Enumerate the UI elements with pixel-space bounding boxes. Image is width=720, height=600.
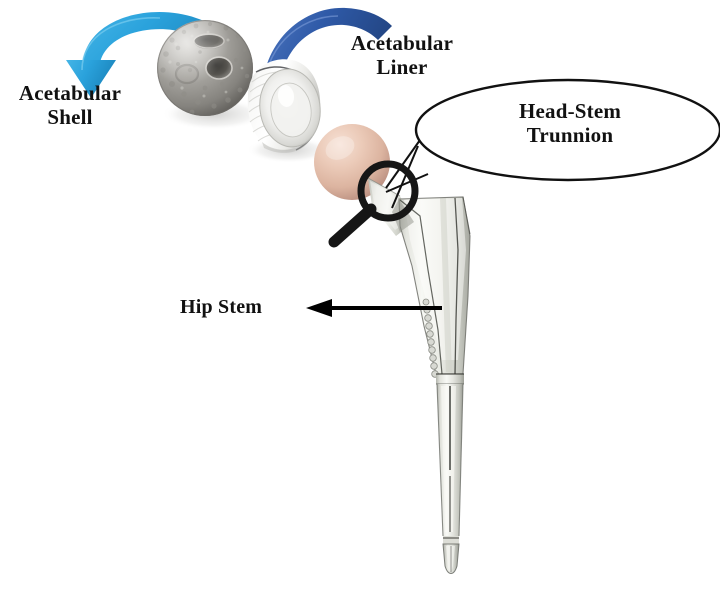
label-head-stem-trunnion: Head-Stem Trunnion <box>518 99 622 147</box>
label-hip-stem: Hip Stem <box>180 296 263 318</box>
head-stem-trunnion-callout <box>385 78 720 209</box>
acetabular-liner <box>247 59 321 153</box>
hip-stem <box>367 177 471 574</box>
hip-stem-pointer-arrow <box>306 299 442 317</box>
label-acetabular-shell: Acetabular Shell <box>18 81 122 129</box>
magnifier-icon <box>328 160 419 248</box>
label-acetabular-liner: Acetabular Liner <box>350 31 454 79</box>
